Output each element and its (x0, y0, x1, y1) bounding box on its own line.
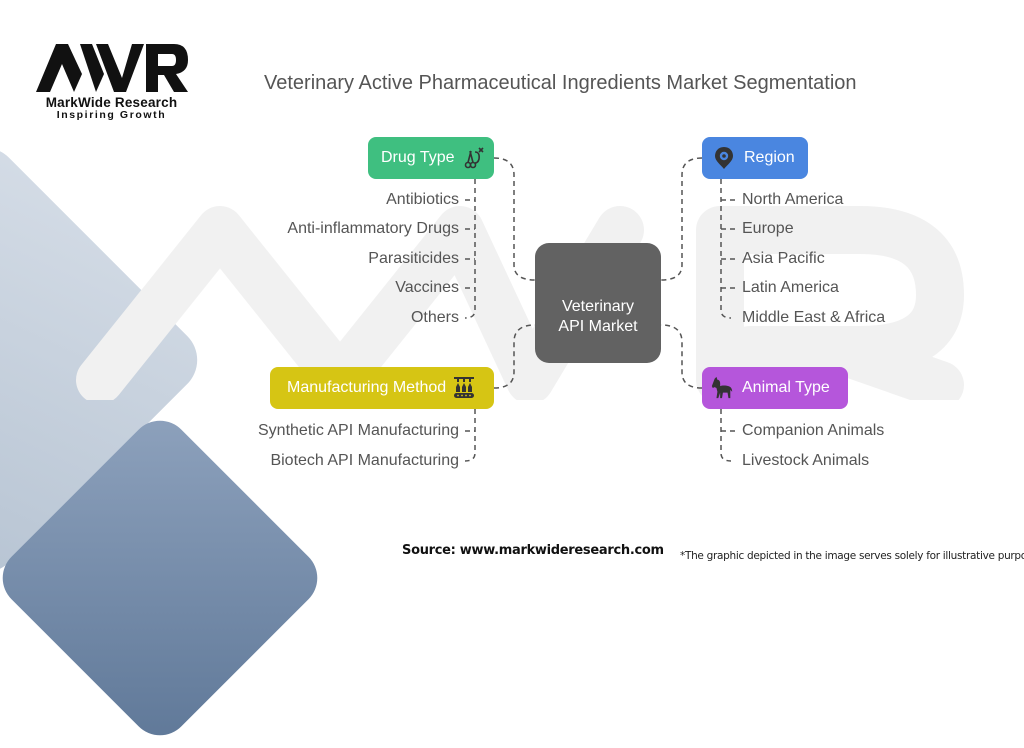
center-node[interactable]: Veterinary API Market (535, 243, 661, 363)
animal-type-item: Companion Animals (742, 422, 885, 439)
drug-type-item: Parasiticides (368, 250, 459, 267)
animal-type-item: Livestock Animals (742, 452, 870, 469)
category-drug-type-label: Drug Type (381, 149, 455, 166)
mwr-logo-mark-icon (36, 44, 188, 92)
connector-animal-items (720, 409, 732, 462)
category-drug-type[interactable]: Drug Type (368, 137, 494, 179)
connector-region (660, 157, 703, 281)
page-title: Veterinary Active Pharmaceutical Ingredi… (264, 72, 857, 94)
center-label-line1: Veterinary (561, 298, 635, 315)
connector-drug-items (464, 179, 476, 319)
category-region-label: Region (744, 149, 795, 166)
production-line-icon (452, 376, 476, 400)
logo-company-name: MarkWide Research (45, 95, 178, 110)
drug-type-item: Antibiotics (386, 191, 459, 208)
disclaimer-note: *The graphic depicted in the image serve… (680, 550, 1024, 562)
category-region[interactable]: Region (702, 137, 808, 179)
connector-mfg-items (464, 409, 476, 462)
region-item: Latin America (742, 279, 839, 296)
location-pin-gear-icon (712, 146, 736, 170)
category-manufacturing-method[interactable]: Manufacturing Method (270, 367, 494, 409)
category-animal-type-label: Animal Type (742, 379, 830, 396)
horse-icon (710, 376, 734, 400)
region-item: North America (742, 191, 844, 208)
drug-type-item: Others (410, 309, 459, 326)
connector-animal-type (660, 324, 703, 389)
connector-lines (464, 157, 736, 462)
category-animal-type[interactable]: Animal Type (702, 367, 848, 409)
region-item: Europe (742, 220, 794, 237)
logo-tagline: Inspiring Growth (56, 109, 167, 121)
center-label-line2: API Market (558, 318, 638, 335)
manufacturing-method-item: Synthetic API Manufacturing (258, 422, 459, 439)
medical-instruments-icon (461, 146, 485, 170)
region-item: Asia Pacific (742, 250, 825, 267)
drug-type-item: Vaccines (395, 279, 459, 296)
source-credit: Source: www.markwideresearch.com (402, 543, 664, 558)
markwide-logo: MarkWide Research Inspiring Growth (34, 40, 189, 121)
connector-manufacturing (493, 324, 536, 389)
drug-type-item: Anti-inflammatory Drugs (287, 220, 459, 237)
connector-region-items (720, 179, 732, 319)
region-item: Middle East & Africa (742, 309, 886, 326)
manufacturing-method-item: Biotech API Manufacturing (270, 452, 459, 469)
connector-drug-type (493, 157, 536, 281)
category-manufacturing-method-label: Manufacturing Method (287, 379, 447, 396)
